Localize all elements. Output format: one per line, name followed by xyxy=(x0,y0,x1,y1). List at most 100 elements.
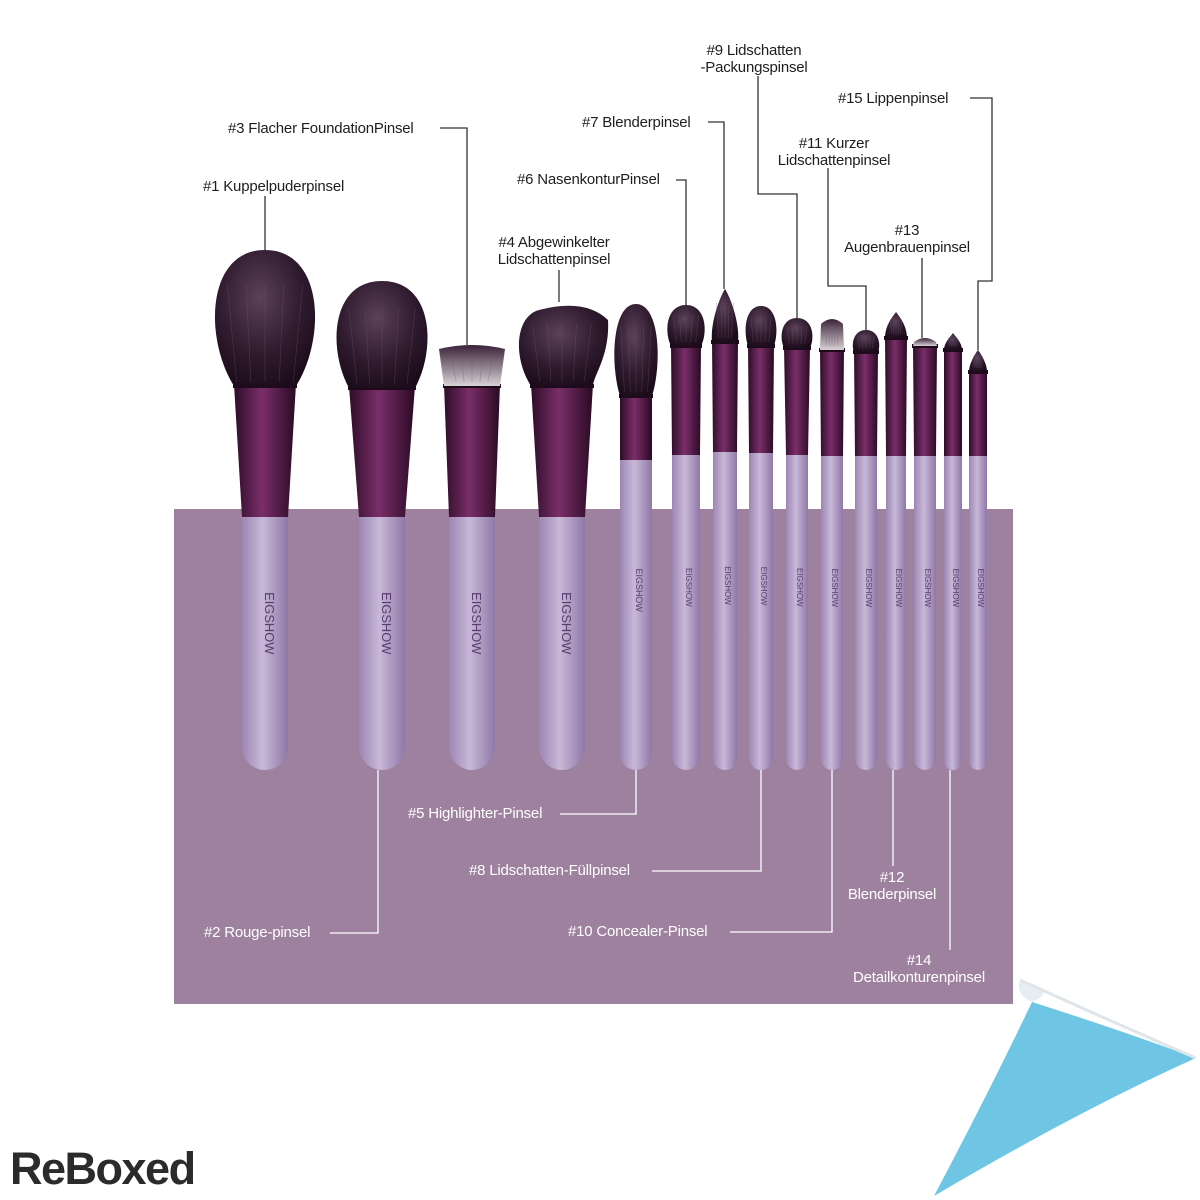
label-brush-5: #5 Highlighter-Pinsel xyxy=(408,805,543,822)
brush-handle xyxy=(359,513,405,770)
bristle-streak xyxy=(861,334,864,349)
handle-brand-text: EIGSHOW xyxy=(864,569,873,608)
reboxed-logo: ReBoxed xyxy=(10,1143,196,1194)
handle-brand-text: EIGSHOW xyxy=(894,569,903,608)
brush-ferrule xyxy=(531,384,593,517)
bristle-streak xyxy=(572,322,578,383)
leader-line xyxy=(730,770,833,933)
bristle-streak xyxy=(727,302,730,339)
bristle-streak xyxy=(755,316,758,343)
label-brush-1: #1 Kuppelpuderpinsel xyxy=(203,178,345,195)
brush-ferrule xyxy=(854,350,878,456)
leader-line xyxy=(652,770,762,872)
brush-handle-top xyxy=(749,449,773,479)
bristle-streak xyxy=(730,302,734,339)
brush-6: EIGSHOW xyxy=(667,305,705,770)
bristle-streak xyxy=(828,327,830,347)
handle-brand-text: EIGSHOW xyxy=(379,592,394,655)
label-brush-15: #15 Lippenpinsel xyxy=(838,90,949,107)
brush-bristles xyxy=(214,250,316,386)
bristle-streak xyxy=(900,319,903,335)
brush-handle xyxy=(821,452,843,770)
handle-brand-text: EIGSHOW xyxy=(634,569,644,613)
label-brush-2: #2 Rouge-pinsel xyxy=(204,924,311,941)
bristle-streak xyxy=(950,337,952,347)
bristle-streak xyxy=(583,322,592,383)
bristle-streak xyxy=(679,314,682,343)
bristle-streak xyxy=(897,319,900,335)
brush-10: EIGSHOW xyxy=(819,319,845,770)
bristle-streak xyxy=(365,307,370,385)
brush-handle-top xyxy=(855,452,877,482)
bristle-streak xyxy=(406,307,416,385)
brush-handle xyxy=(620,456,652,770)
bristle-streak xyxy=(979,355,981,369)
bristle-streak xyxy=(720,302,723,339)
brush-handle xyxy=(713,448,737,770)
handle-brand-text: EIGSHOW xyxy=(951,569,960,608)
brush-handle xyxy=(449,513,495,770)
handle-brand-text: EIGSHOW xyxy=(976,569,985,608)
leader-line xyxy=(757,76,798,318)
brush-handle xyxy=(886,452,906,770)
brush-bristles xyxy=(667,305,705,346)
brush-handle xyxy=(539,513,585,770)
bristle-streak xyxy=(672,314,677,343)
brush-bristles xyxy=(944,333,962,350)
handle-brand-text: EIGSHOW xyxy=(795,568,804,607)
brush-15: EIGSHOW xyxy=(968,350,988,770)
brush-handle-top xyxy=(449,513,495,543)
label-brush-7: #7 Blenderpinsel xyxy=(582,114,691,131)
brush-bristles xyxy=(781,318,813,348)
brush-handle xyxy=(242,513,288,770)
brushes-group: EIGSHOW EIGSHOW EIGSHOW EIGSHOW EIGSHOW EIGSH… xyxy=(214,250,988,770)
bristle-streak xyxy=(532,322,541,383)
bristle-streak xyxy=(695,314,700,343)
brush-bristles xyxy=(711,289,739,342)
label-brush-8: #8 Lidschatten-Füllpinsel xyxy=(469,862,630,879)
brush-bristles xyxy=(336,281,428,388)
brush-ferrule xyxy=(748,344,774,453)
bristle-streak xyxy=(716,302,720,339)
brush-ferrule xyxy=(885,336,907,456)
brush-handle xyxy=(944,452,962,770)
handle-brand-text: EIGSHOW xyxy=(469,592,484,655)
bristle-streak xyxy=(868,334,871,349)
bristle-streak xyxy=(461,354,465,383)
bristle-streak xyxy=(954,337,956,347)
bristle-streak xyxy=(278,283,285,383)
handle-brand-text: EIGSHOW xyxy=(559,592,574,655)
brush-handle-top xyxy=(359,513,405,543)
brush-handle-top xyxy=(620,456,652,486)
bristle-streak xyxy=(647,326,652,393)
bristle-streak xyxy=(927,341,929,343)
brush-4: EIGSHOW xyxy=(518,305,609,770)
brush-handle xyxy=(855,452,877,770)
handle-brand-text: EIGSHOW xyxy=(723,566,732,605)
brush-handle-top xyxy=(539,513,585,543)
brush-handle xyxy=(672,451,700,770)
brush-ferrule xyxy=(820,348,844,456)
bristle-streak xyxy=(786,325,790,345)
bristle-streak xyxy=(226,283,237,383)
label-brush-3: #3 Flacher FoundationPinsel xyxy=(228,120,414,137)
brush-handle-top xyxy=(242,513,288,543)
bristle-streak xyxy=(930,341,933,343)
brush-ferrule xyxy=(784,346,810,455)
bristle-streak xyxy=(791,325,794,345)
handle-brand-text: EIGSHOW xyxy=(923,569,932,608)
brush-handle-top xyxy=(713,448,737,478)
brush-ferrule xyxy=(969,370,987,456)
brush-14: EIGSHOW xyxy=(943,333,963,770)
bristle-streak xyxy=(293,283,304,383)
brush-ferrule xyxy=(349,386,415,517)
brush-handle-top xyxy=(944,452,962,482)
brush-bristles xyxy=(885,312,907,338)
bristle-streak xyxy=(628,326,631,393)
bristle-streak xyxy=(245,283,252,383)
bristle-streak xyxy=(981,355,983,369)
